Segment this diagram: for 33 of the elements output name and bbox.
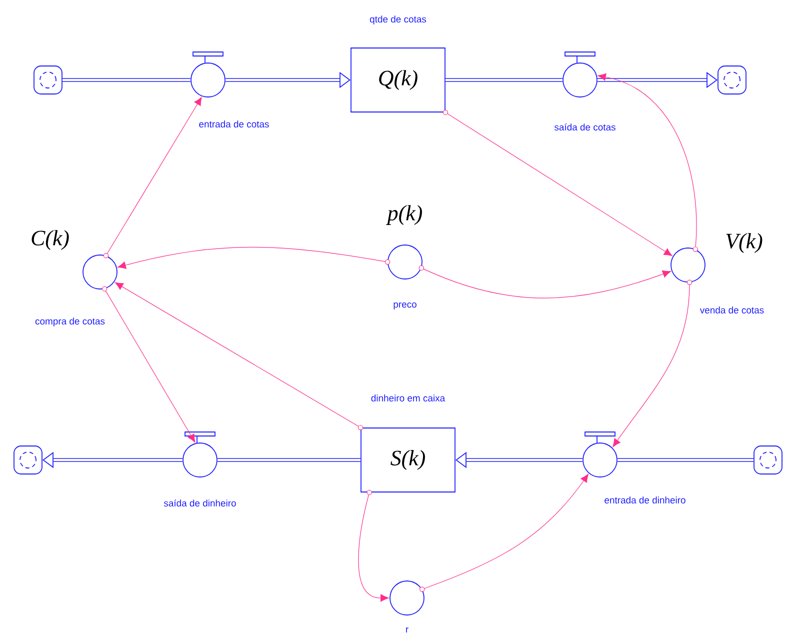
variable-label: dinheiro em caixa	[371, 394, 446, 402]
flow-pipe	[62, 78, 191, 82]
link-arrow	[105, 290, 196, 443]
variable-label: saída de dinheiro	[164, 499, 236, 507]
variable-label: saída de cotas	[554, 123, 616, 131]
stock-box: Q(k)	[350, 48, 446, 112]
flow-pipe	[217, 458, 361, 462]
link-arrow	[118, 246, 386, 269]
variable-label: venda de cotas	[700, 306, 764, 314]
flow-pipe	[617, 458, 754, 462]
link-arrow	[447, 113, 672, 256]
variable-label: entrada de dinheiro	[604, 496, 686, 504]
variable-label: qtde de cotas	[370, 16, 426, 24]
variable-label: entrada de cotas	[199, 120, 269, 128]
flow-pipe	[445, 78, 563, 82]
link-arrow	[114, 282, 359, 427]
cloud-symbol	[34, 66, 62, 94]
variable-symbol: C(k)	[32, 230, 69, 250]
link-arrow	[423, 268, 671, 298]
cloud-symbol	[754, 446, 782, 474]
variable-label: compra de cotas	[35, 318, 105, 326]
link-arrow	[612, 284, 690, 448]
link-arrow	[424, 474, 588, 589]
variable-symbol: V(k)	[726, 233, 762, 253]
link-arrow	[598, 73, 697, 248]
link-arrow	[358, 494, 389, 602]
variable-label: r	[406, 627, 408, 633]
variable-label: preco	[394, 302, 416, 310]
cloud-symbol	[718, 66, 746, 94]
variable-symbol: p(k)	[386, 205, 422, 225]
stock-box: S(k)	[360, 428, 456, 492]
link-arrow	[106, 97, 202, 254]
cloud-symbol	[14, 446, 42, 474]
